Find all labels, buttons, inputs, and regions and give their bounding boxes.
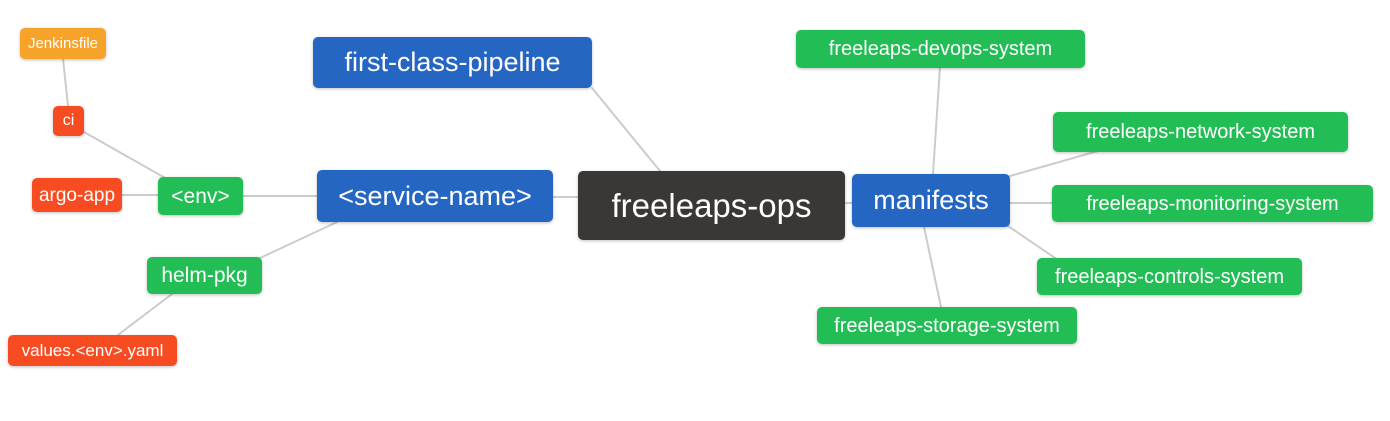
node-freeleaps-devops-system[interactable]: freeleaps-devops-system [796,30,1085,68]
edge-manifests--freeleaps-network-system [1009,150,1099,177]
edge-manifests--freeleaps-controls-system [1007,225,1059,261]
edge-manifests--freeleaps-storage-system [923,226,942,308]
node-ci[interactable]: ci [53,106,84,136]
node-freeleaps-monitoring-system[interactable]: freeleaps-monitoring-system [1052,185,1373,222]
node-service-name[interactable]: <service-name> [317,170,553,222]
node-env[interactable]: <env> [158,177,243,215]
node-freeleaps-storage-system[interactable]: freeleaps-storage-system [817,307,1077,344]
node-first-class-pipeline[interactable]: first-class-pipeline [313,37,592,88]
node-jenkinsfile[interactable]: Jenkinsfile [20,28,106,59]
edge-service-name--helm-pkg [257,221,338,260]
node-freeleaps-ops[interactable]: freeleaps-ops [578,171,845,240]
edge-ci--env [83,131,168,180]
node-freeleaps-network-system[interactable]: freeleaps-network-system [1053,112,1348,152]
node-manifests[interactable]: manifests [852,174,1010,227]
edge-first-class-pipeline--freeleaps-ops [591,87,661,172]
edge-helm-pkg--values-env-yaml [117,293,173,336]
edge-jenkinsfile--ci [62,58,69,107]
node-freeleaps-controls-system[interactable]: freeleaps-controls-system [1037,258,1302,295]
node-helm-pkg[interactable]: helm-pkg [147,257,262,294]
node-argo-app[interactable]: argo-app [32,178,122,212]
node-values-env-yaml[interactable]: values.<env>.yaml [8,335,177,366]
edge-manifests--freeleaps-devops-system [932,66,941,175]
